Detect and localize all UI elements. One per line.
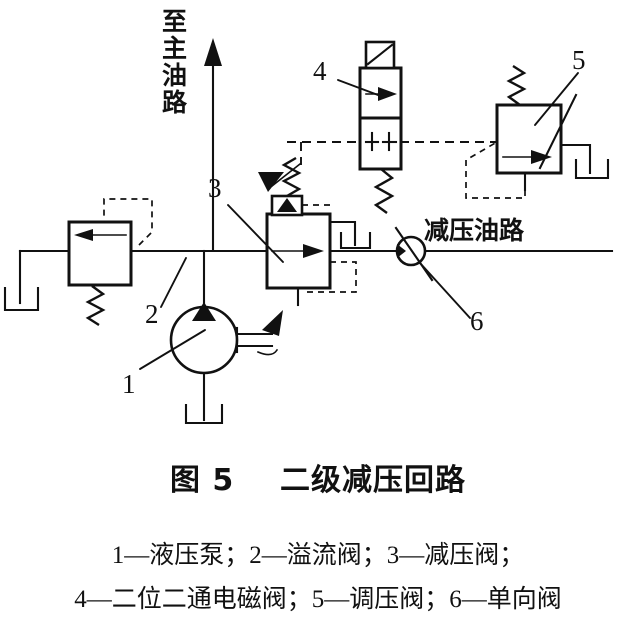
check-valve (394, 226, 434, 282)
figure-caption: 图 5 二级减压回路 1—液压泵；2—溢流阀；3—减压阀； 4—二位二通电磁阀；… (0, 455, 636, 615)
tank-left (3, 249, 40, 312)
legend-line-2: 4—二位二通电磁阀；5—调压阀；6—单向阀 (74, 586, 562, 613)
relief-valve (67, 198, 153, 327)
callout-4: 4 (313, 56, 327, 86)
pressure-reducing-valve (258, 156, 372, 307)
callout-1: 1 (122, 369, 136, 399)
legend-line-1: 1—液压泵；2—溢流阀；3—减压阀； (111, 542, 525, 569)
circuit-schematic (3, 38, 614, 425)
callout-3: 3 (208, 173, 222, 203)
main-circuit-label: 至主油路 (158, 8, 188, 116)
callout-leaders (139, 72, 579, 370)
callout-2: 2 (145, 299, 159, 329)
reduced-pressure-label: 减压油路 (424, 216, 525, 245)
pressure-regulating-valve (465, 64, 610, 199)
callout-6: 6 (470, 306, 484, 336)
two-position-two-way-solenoid-valve (358, 40, 403, 214)
figure-title: 图 5 二级减压回路 (169, 463, 467, 498)
callout-5: 5 (572, 45, 586, 75)
main-circuit-branch (204, 38, 222, 253)
pilot-control-line (287, 141, 497, 165)
hydraulic-pump (169, 249, 283, 425)
